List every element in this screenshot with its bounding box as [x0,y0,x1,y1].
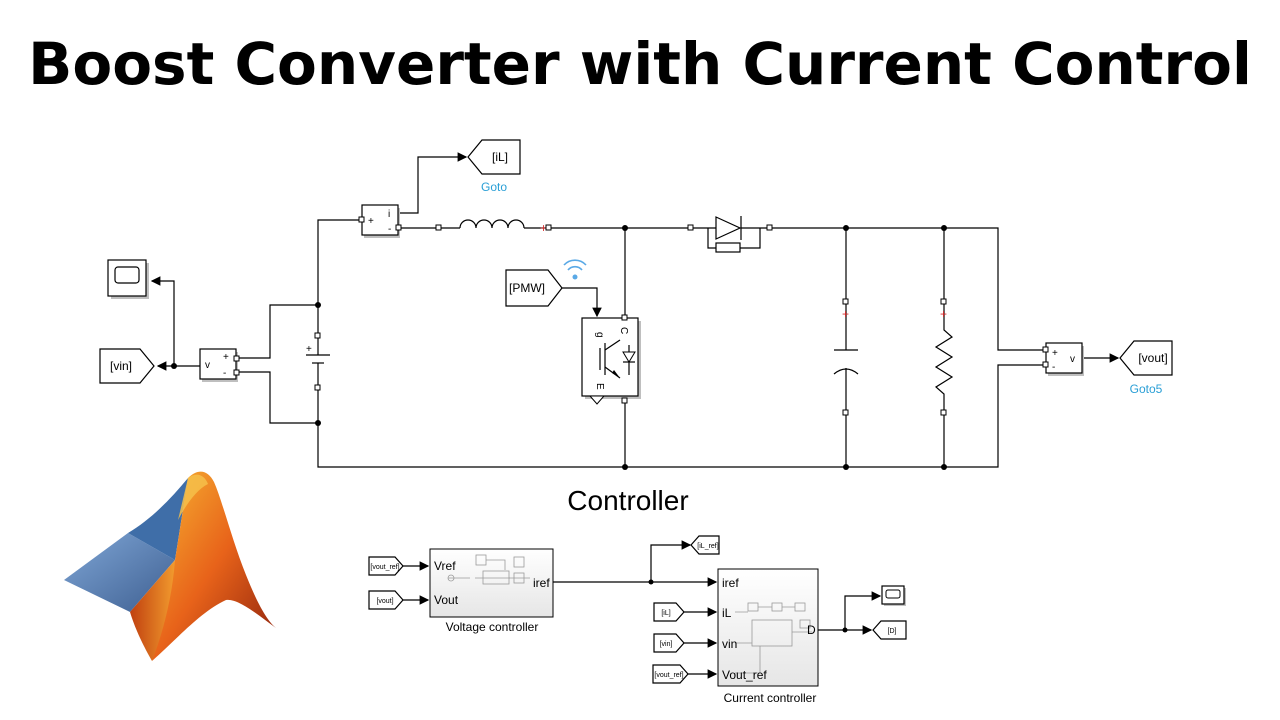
from-pwm-block[interactable]: [PMW] [505,269,563,307]
svg-text:+: + [540,221,547,235]
svg-text:E: E [594,383,605,390]
diode[interactable] [687,216,773,253]
from-vin-block[interactable]: [vin] [653,633,685,653]
svg-text:[iL_ref]: [iL_ref] [697,543,718,550]
from-vout-ref-block[interactable]: [vout_ref] [368,556,404,576]
igbt-block[interactable]: g C E [581,314,641,405]
d-scope-block[interactable] [881,585,906,606]
svg-text:+: + [368,216,374,227]
dc-voltage-source[interactable]: + [306,332,330,391]
voltage-controller-internals [447,554,530,585]
vout-voltage-sensor[interactable]: + - v [1042,342,1084,376]
resistor[interactable]: + [934,298,954,416]
svg-text:[vin]: [vin] [660,641,673,648]
svg-text:[vout_ref]: [vout_ref] [654,672,683,679]
svg-text:[PMW]: [PMW] [509,281,545,295]
svg-text:+: + [1052,348,1058,359]
svg-text:iref: iref [722,576,739,590]
svg-text:iref: iref [533,576,550,590]
from-il-block[interactable]: [iL] [653,602,685,622]
svg-text:C: C [618,327,629,334]
svg-text:+: + [306,344,312,355]
junction-dots [171,225,947,470]
svg-text:[vout]: [vout] [1138,351,1167,365]
current-controller-subsystem[interactable]: iref iL vin Vout_ref D [717,568,819,687]
goto-vout-name: Goto5 [1130,382,1163,396]
voltage-controller-subsystem[interactable]: Vref Vout iref [429,548,554,618]
vin-scope-block[interactable] [107,259,149,299]
goto-vin-block[interactable]: [vin] [99,348,155,384]
svg-text:g: g [594,332,605,338]
current-sensor-block[interactable]: + i - [358,204,402,238]
svg-text:[D]: [D] [888,628,897,635]
power-stage-wires [150,152,1120,468]
svg-text:-: - [1052,362,1055,373]
voltage-controller-name: Voltage controller [446,620,539,634]
svg-text:+: + [223,352,229,363]
svg-text:i: i [388,209,390,220]
goto-d-block[interactable]: [D] [872,620,907,640]
svg-text:-: - [388,224,391,235]
svg-text:[vout_ref]: [vout_ref] [370,564,399,571]
from-vout-ref2-block[interactable]: [vout_ref] [652,664,689,684]
current-controller-internals [735,602,812,674]
svg-text:vin: vin [722,637,737,651]
goto-il-block[interactable]: [iL] [467,139,521,175]
svg-text:Vout: Vout [434,593,459,607]
svg-text:[iL]: [iL] [661,610,670,617]
inductor[interactable]: + [435,219,552,235]
svg-text:v: v [1070,354,1075,365]
wireless-signal-icon [563,259,587,280]
svg-text:[vout]: [vout] [376,598,393,605]
goto-il-name: Goto [481,180,507,194]
vin-voltage-sensor[interactable]: v + - [199,348,240,382]
svg-text:+: + [940,307,947,321]
svg-text:v: v [205,360,210,371]
svg-text:Vref: Vref [434,559,456,573]
goto-vout-block[interactable]: [vout] [1119,340,1173,376]
page-title: Boost Converter with Current Control [28,30,1252,98]
svg-text:iL: iL [722,606,732,620]
svg-text:D: D [807,623,816,637]
current-controller-name: Current controller [724,691,817,705]
controller-heading: Controller [567,485,688,516]
goto-il-ref-block[interactable]: [iL_ref] [690,535,720,555]
svg-text:+: + [842,307,849,321]
matlab-logo-icon [64,471,276,661]
goto-il-tag: [iL] [492,150,508,164]
capacitor[interactable]: + [833,298,859,416]
from-vout-block[interactable]: [vout] [368,590,404,610]
svg-text:-: - [223,368,226,379]
svg-text:[vin]: [vin] [110,359,132,373]
svg-text:Vout_ref: Vout_ref [722,668,767,682]
